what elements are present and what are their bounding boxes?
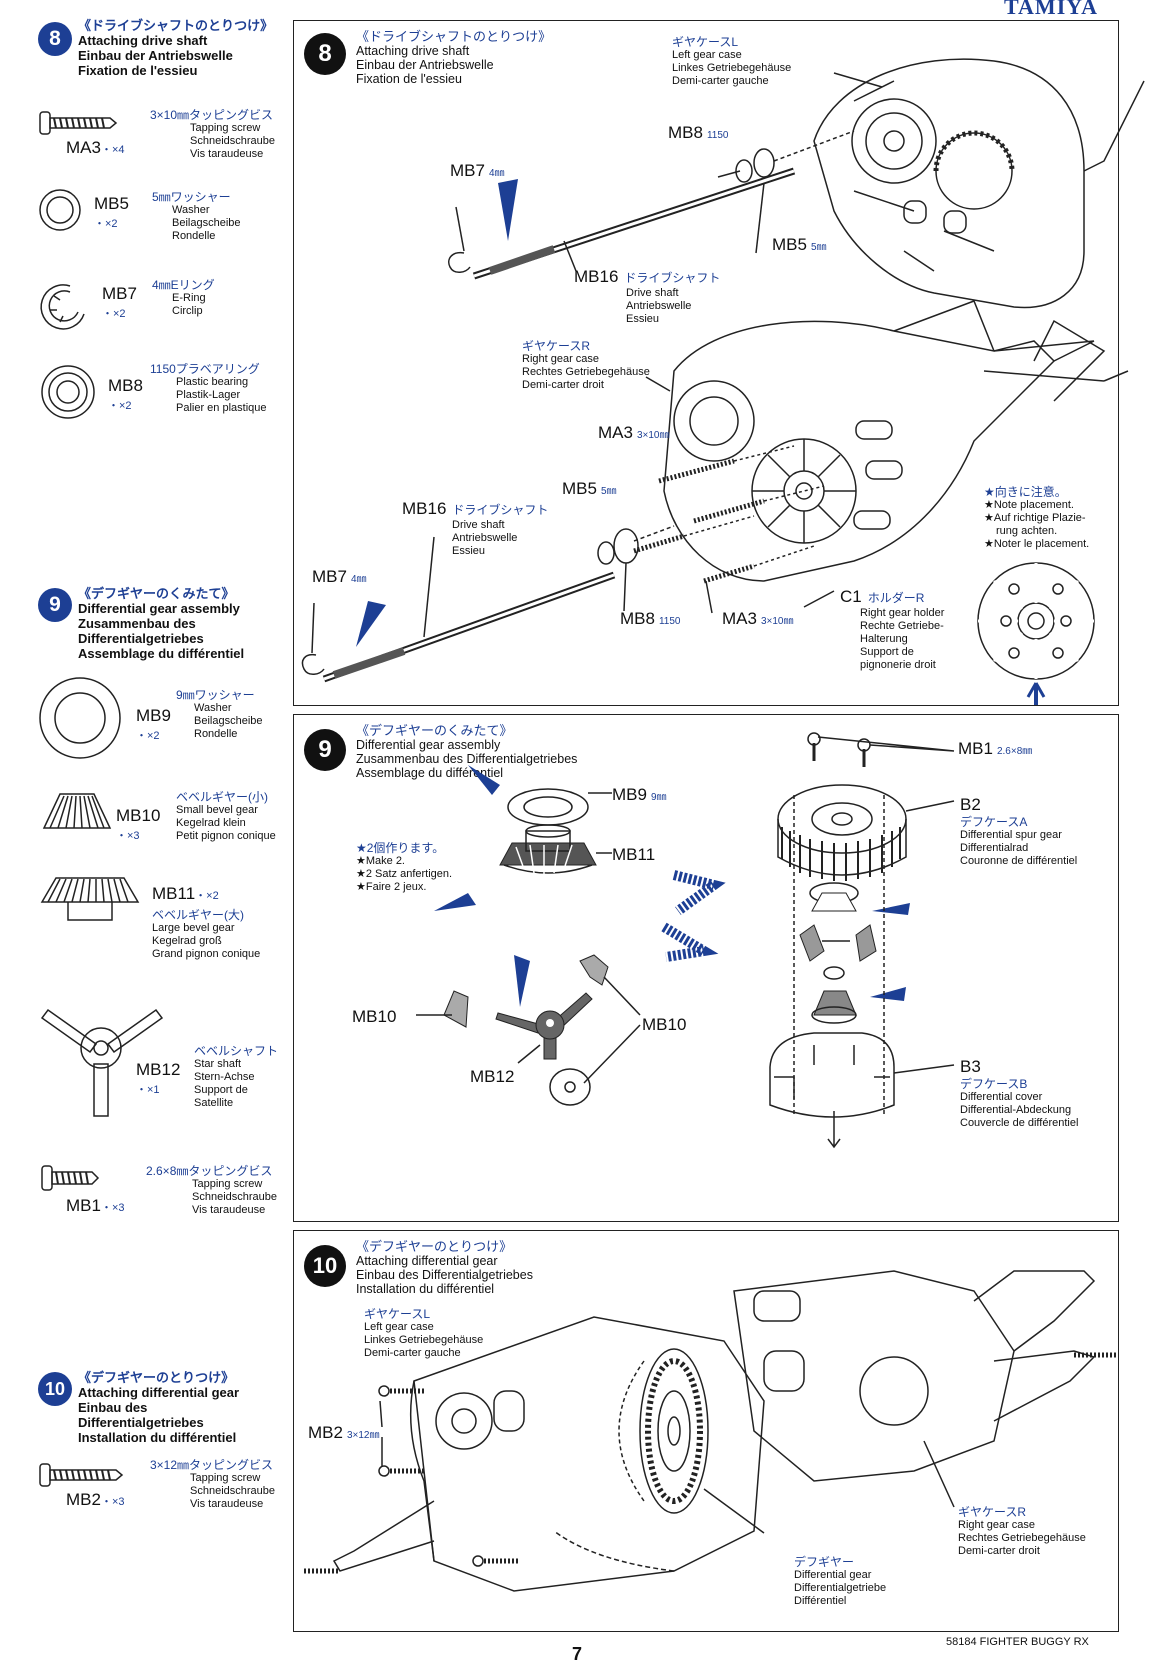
plastic-bearing-icon <box>41 365 95 419</box>
mb10-label: MB10 <box>352 1007 397 1026</box>
step10-panel: 10 《デフギヤーのとりつけ》 Attaching differential g… <box>293 1230 1119 1632</box>
step-number-badge: 9 <box>38 588 72 622</box>
left-gear-case-drawing <box>813 58 1145 309</box>
part-code: MB11・×2 <box>152 884 219 903</box>
part-code: MB5・×2 <box>94 194 129 230</box>
step-number-badge: 9 <box>304 729 346 771</box>
small-bevel-gear-icon <box>42 793 112 829</box>
differential-gear-drawing <box>618 1348 709 1514</box>
right-gear-case-drawing <box>733 1270 1116 1482</box>
heading-en: Attaching drive shaft <box>78 33 208 48</box>
mb11-label: MB11 <box>612 845 656 864</box>
part-code: MB8・×2 <box>108 376 143 412</box>
heading-fr: Fixation de l'essieu <box>78 63 198 78</box>
panel-heading: 《デフギヤーのくみたて》 Differential gear assembly … <box>356 723 578 780</box>
part-code: MB9・×2 <box>136 706 171 742</box>
differential-assembly-diagram <box>416 732 955 1149</box>
heading-de: Einbau der Antriebswelle <box>78 48 233 63</box>
large-bevel-gear-icon <box>40 877 140 921</box>
panel-heading: 《デフギヤーのとりつけ》 Attaching differential gear… <box>356 1239 533 1296</box>
tapping-screw-icon <box>41 1165 100 1191</box>
part-code: MB12・×1 <box>136 1060 181 1096</box>
step9-heading: 《デフギヤーのくみたて》 Differential gear assembly … <box>78 586 245 661</box>
part-code: MB10・×3 <box>116 806 161 842</box>
screws-drawing <box>633 445 825 584</box>
step8-panel: 8 《ドライブシャフトのとりつけ》 Attaching drive shaft … <box>293 20 1145 706</box>
placement-note: ★向きに注意。 ★Note placement.★Auf richtige Pl… <box>984 485 1090 550</box>
step8-heading: 《ドライブシャフトのとりつけ》 Attaching drive shaft Ei… <box>78 18 273 78</box>
mb12-label: MB12 <box>470 1067 515 1086</box>
step-number-badge: 8 <box>38 22 72 56</box>
drive-shaft-diagram <box>301 58 1145 705</box>
mb10-label: MB10 <box>642 1015 687 1034</box>
step-number-badge: 10 <box>38 1372 72 1406</box>
heading-jp: 《ドライブシャフトのとりつけ》 <box>78 18 274 33</box>
make-two-note: ★2個作ります。 ★Make 2.★2 Satz anfertigen.★Fai… <box>356 841 453 893</box>
e-ring-icon <box>40 284 85 330</box>
washer-icon <box>39 677 121 759</box>
sidebar: 8 《ドライブシャフトのとりつけ》 Attaching drive shaft … <box>0 0 290 1620</box>
tapping-screw-icon <box>39 111 118 135</box>
step10-heading: 《デフギヤーのとりつけ》 Attaching differential gear… <box>78 1370 240 1445</box>
part-code: MB7・×2 <box>102 284 137 320</box>
tapping-screw-icon <box>39 1463 124 1487</box>
brand-logo: TAMIYA <box>1004 0 1099 19</box>
star-shaft-icon <box>40 1008 164 1117</box>
holder-front-view-drawing <box>977 562 1095 705</box>
right-gear-case-drawing <box>663 300 1129 582</box>
differential-install-diagram <box>304 1270 1116 1592</box>
model-number: 58184 FIGHTER BUGGY RX <box>946 1636 1089 1648</box>
page-number: 7 <box>572 1644 583 1664</box>
step9-panel: 9 《デフギヤーのくみたて》 Differential gear assembl… <box>293 714 1119 1222</box>
part-code: MB2・×3 <box>66 1490 125 1509</box>
step-number-badge: 8 <box>304 33 346 75</box>
panel-heading: 《ドライブシャフトのとりつけ》 Attaching drive shaft Ei… <box>356 29 552 86</box>
step-number-badge: 10 <box>304 1245 346 1287</box>
part-code: MA3・×4 <box>66 138 125 157</box>
washer-icon <box>39 189 81 231</box>
lower-drive-shaft-drawing <box>301 525 675 683</box>
left-gear-case-drawing <box>304 1316 765 1592</box>
part-code: MB1・×3 <box>66 1196 125 1215</box>
upper-drive-shaft-drawing <box>448 130 855 280</box>
